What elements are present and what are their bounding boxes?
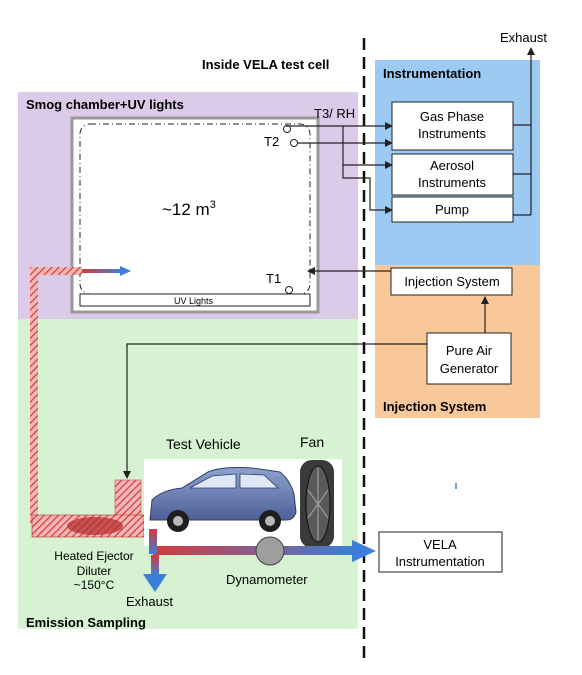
fan-icon	[300, 460, 334, 548]
t3-sample-line	[286, 125, 393, 169]
aerosol-label-2: Instruments	[418, 175, 486, 190]
ejector-label-3: ~150°C	[74, 578, 115, 592]
emission-sampling-title: Emission Sampling	[26, 615, 146, 630]
gas-phase-label-2: Instruments	[418, 126, 486, 141]
exhaust-top-label: Exhaust	[500, 30, 547, 45]
injection-system-label: Injection System	[404, 274, 499, 289]
gas-phase-label-1: Gas Phase	[420, 109, 484, 124]
hot-pipe-inlet-arrowhead	[120, 266, 131, 276]
uv-lights-label: UV Lights	[174, 296, 214, 306]
vela-instrumentation-box	[378, 531, 503, 573]
injection-system-box	[390, 267, 513, 296]
test-vehicle-label: Test Vehicle	[166, 436, 241, 452]
cell-title: Inside VELA test cell	[202, 57, 329, 72]
dynamometer-label: Dynamometer	[226, 572, 308, 587]
hot-pipe-vertical	[30, 268, 38, 524]
hot-pipe-inlet	[82, 269, 120, 273]
vela-label-1: VELA	[423, 537, 457, 552]
t1-sensor	[285, 286, 293, 294]
tailpipe-down	[149, 529, 157, 554]
ejector-label-2: Diluter	[77, 564, 112, 578]
smog-chamber-title: Smog chamber+UV lights	[26, 97, 184, 112]
dilution-air-heater	[114, 479, 142, 517]
car-icon	[149, 467, 297, 532]
t2-label: T2	[264, 134, 279, 149]
pump-sample-line	[342, 165, 393, 214]
ejector-label-1: Heated Ejector	[54, 549, 133, 563]
exhaust-down-arrowhead	[143, 574, 167, 592]
t1-label: T1	[266, 271, 281, 286]
aerosol-box	[391, 153, 514, 196]
pure-air-label-2: Generator	[440, 361, 499, 376]
exhaust-down-pipe	[151, 555, 159, 575]
injection-system-title: Injection System	[383, 399, 486, 414]
roller-icon	[255, 536, 285, 566]
exhaust-flow-arrowhead	[352, 540, 376, 562]
vela-label-2: Instrumentation	[395, 554, 485, 569]
pump-label: Pump	[435, 202, 469, 217]
exhaust-bottom-label: Exhaust	[126, 594, 173, 609]
t2-sensor	[290, 139, 298, 147]
hot-pipe-horizontal	[30, 267, 82, 275]
fan-label: Fan	[300, 434, 324, 450]
pure-air-to-diluter-line	[123, 343, 427, 479]
pump-box	[391, 196, 514, 223]
ejector-diluter-core	[67, 517, 123, 535]
exhaust-flow-pipe	[153, 546, 353, 555]
aerosol-label-1: Aerosol	[430, 158, 474, 173]
t3-rh-label: T3/ RH	[314, 106, 355, 121]
chamber-volume: ~12 m3	[162, 199, 216, 219]
pure-air-label-1: Pure Air	[446, 343, 493, 358]
uv-lights-strip	[79, 293, 311, 307]
instrumentation-title: Instrumentation	[383, 66, 481, 81]
pure-air-box	[426, 332, 512, 385]
